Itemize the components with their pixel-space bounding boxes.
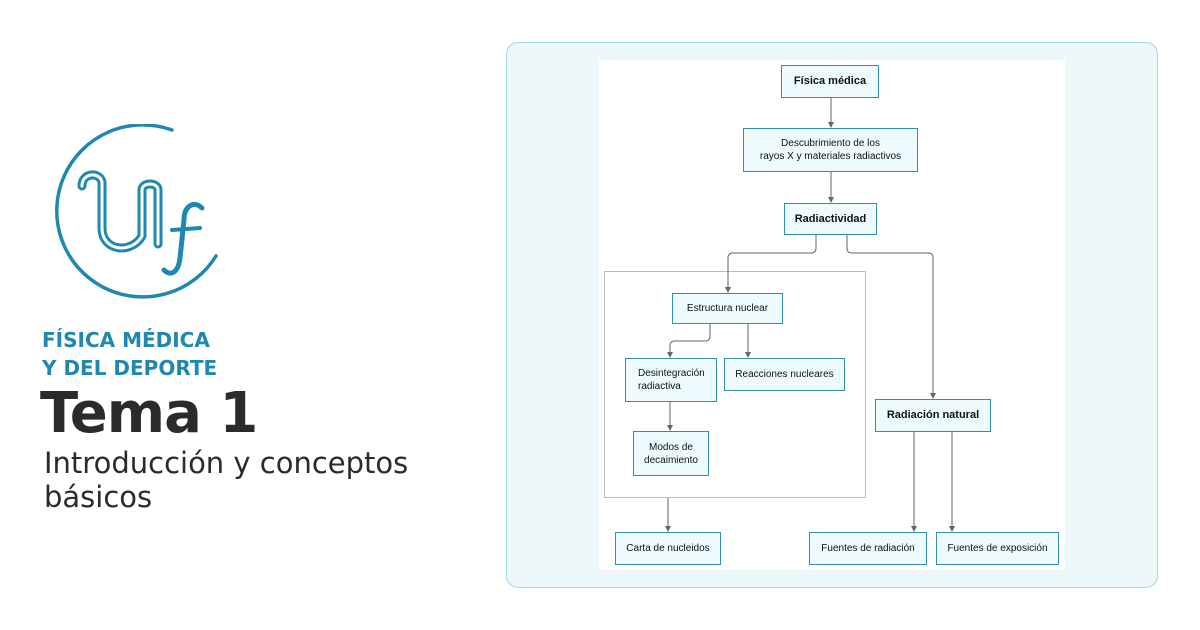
subject-heading: FÍSICA MÉDICA Y DEL DEPORTE (42, 326, 217, 382)
node-fuentes-exposicion: Fuentes de exposición (936, 532, 1059, 565)
node-descubrimiento-line-2: rayos X y materiales radiactivos (759, 151, 902, 162)
node-modos-line-2: decaimiento (644, 454, 698, 466)
node-modos-line-1: Modos de (649, 441, 693, 453)
title-area: FÍSICA MÉDICA Y DEL DEPORTE Tema 1 Intro… (0, 0, 500, 630)
nuclear-structure-group (604, 271, 866, 498)
node-fuentes-radiacion: Fuentes de radiación (809, 532, 927, 565)
node-descubrimiento-line-1: Descubrimiento de los (781, 138, 880, 149)
node-desintegracion-line-2: radiactiva (638, 381, 681, 392)
node-radiactividad: Radiactividad (784, 203, 877, 235)
subject-line-2: Y DEL DEPORTE (42, 356, 218, 380)
topic-subtitle: Introducción y conceptos básicos (44, 446, 409, 514)
node-descubrimiento: Descubrimiento de los rayos X y material… (743, 128, 918, 172)
node-radiacion-natural: Radiación natural (875, 399, 991, 432)
node-reacciones-nucleares: Reacciones nucleares (724, 358, 845, 391)
edge-estructura-desintegracion (667, 324, 711, 358)
node-desintegracion-radiactiva: Desintegración radiactiva (625, 358, 717, 402)
node-modos-decaimiento: Modos de decaimiento (633, 431, 709, 476)
node-carta-nucleidos: Carta de nucleidos (615, 532, 721, 565)
node-estructura-nuclear: Estructura nuclear (672, 293, 783, 324)
node-fisica-medica: Física médica (781, 65, 879, 98)
uf-logo (55, 124, 218, 299)
topic-title: Tema 1 (40, 381, 258, 446)
subject-line-1: FÍSICA MÉDICA (42, 328, 210, 352)
edge-radiactividad-radiacion (846, 235, 936, 399)
edge-radiactividad-estructura (725, 235, 817, 293)
node-desintegracion-line-1: Desintegración (638, 368, 705, 379)
